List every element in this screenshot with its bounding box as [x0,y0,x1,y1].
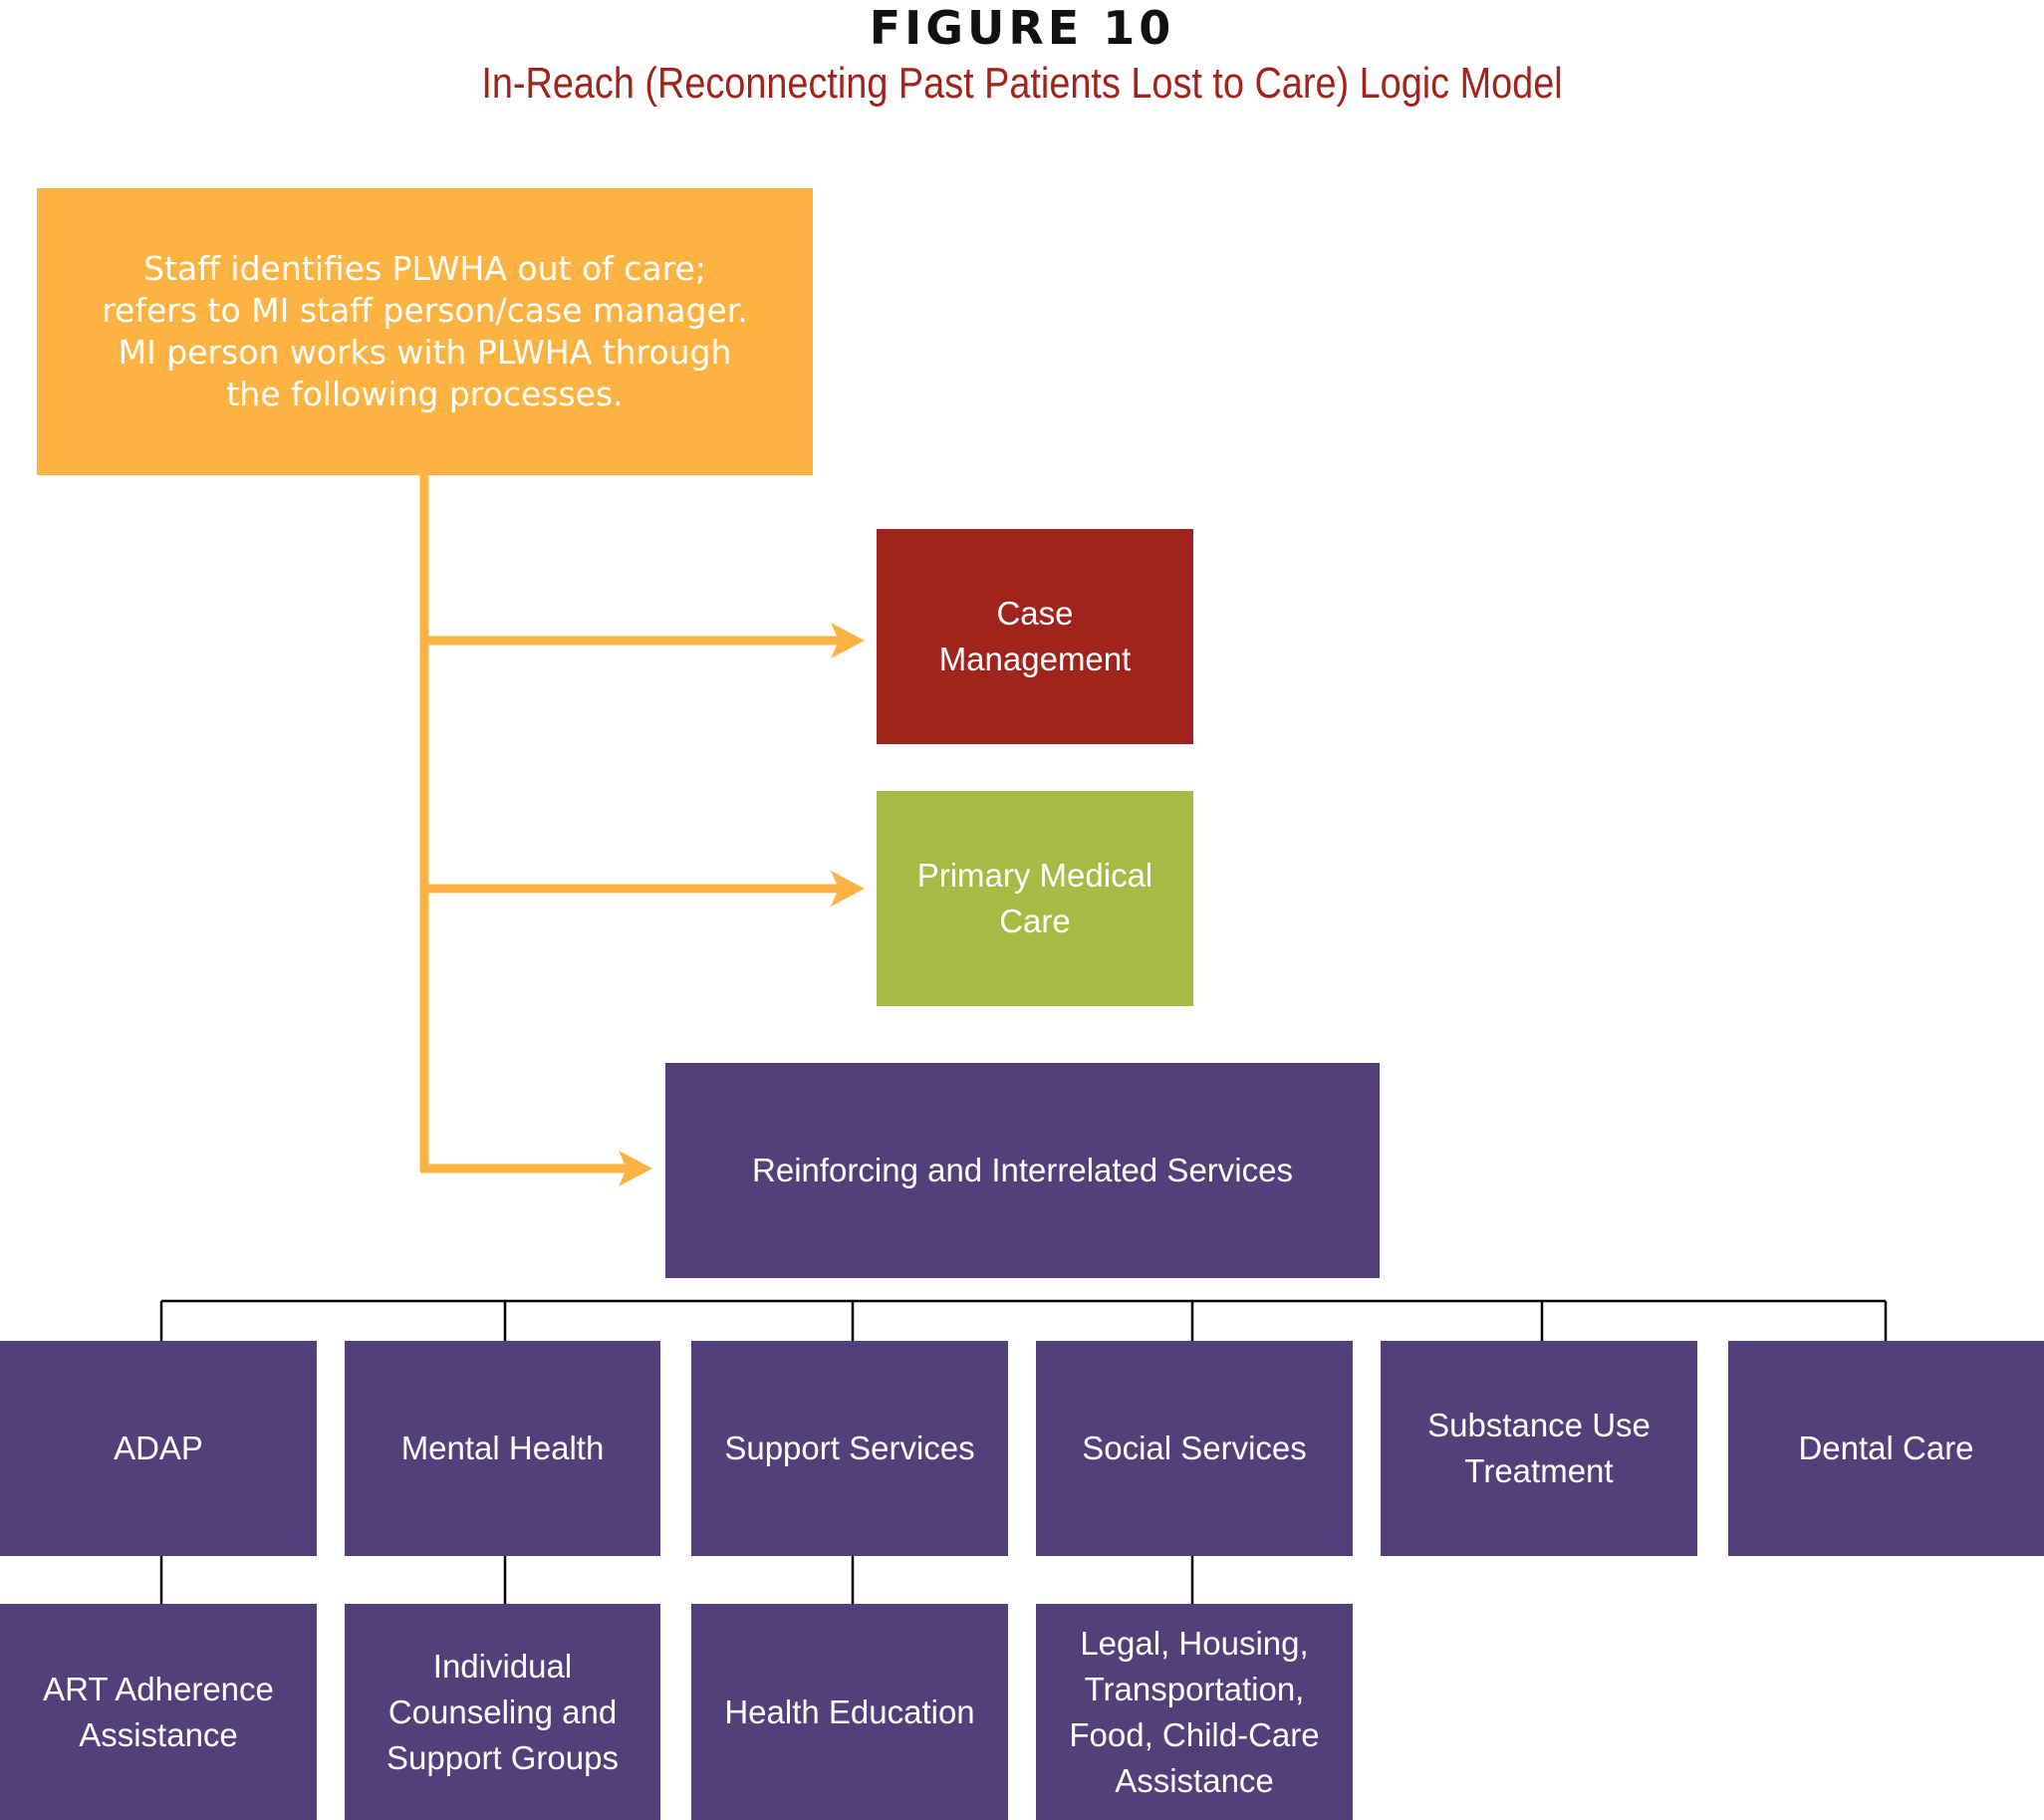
start-box-text: Staff identifies PLWHA out of care; refe… [102,249,748,413]
service-box-adap: ADAP [0,1341,317,1556]
service-label-substance-use: Substance Use Treatment [1427,1407,1651,1489]
case-management-label: Case Management [938,595,1132,677]
sub-box-art-adherence: ART Adherence Assistance [0,1604,317,1820]
sub-label-health-education: Health Education [724,1692,975,1730]
service-label-support-services: Support Services [724,1430,975,1466]
service-box-dental-care: Dental Care [1728,1341,2044,1556]
sub-label-legal-housing: Legal, Housing, Transportation, Food, Ch… [1069,1624,1320,1799]
sub-label-individual-counseling: Individual Counseling and Support Groups [386,1647,619,1776]
sub-label-art-adherence: ART Adherence Assistance [43,1670,274,1753]
service-box-social-services: Social Services [1036,1341,1353,1556]
figure-label: FIGURE 10 [869,1,1175,55]
service-label-dental-care: Dental Care [1798,1430,1974,1466]
sub-box-individual-counseling: Individual Counseling and Support Groups [345,1604,660,1820]
figure-title: In-Reach (Reconnecting Past Patients Los… [481,59,1563,108]
primary-medical-care-box: Primary Medical Care [877,791,1193,1006]
service-label-mental-health: Mental Health [400,1430,605,1466]
reinforcing-services-box: Reinforcing and Interrelated Services [665,1063,1380,1278]
arrowhead-reinforcing [619,1151,652,1186]
sub-box-health-education: Health Education [691,1604,1008,1820]
primary-medical-care-label: Primary Medical Care [916,857,1153,939]
service-box-mental-health: Mental Health [345,1341,660,1556]
service-label-social-services: Social Services [1082,1430,1307,1466]
service-label-adap: ADAP [114,1430,203,1466]
start-box: Staff identifies PLWHA out of care; refe… [37,188,813,475]
service-box-support-services: Support Services [691,1341,1008,1556]
sub-box-legal-housing: Legal, Housing, Transportation, Food, Ch… [1036,1604,1353,1820]
case-management-box: Case Management [877,529,1193,744]
service-box-substance-use: Substance Use Treatment [1381,1341,1697,1556]
arrowhead-primary-medical [831,871,865,907]
tree-lines [159,1299,1888,1604]
reinforcing-services-label: Reinforcing and Interrelated Services [752,1152,1293,1188]
arrowhead-case-management [831,623,865,658]
orange-arrows [419,472,845,1173]
